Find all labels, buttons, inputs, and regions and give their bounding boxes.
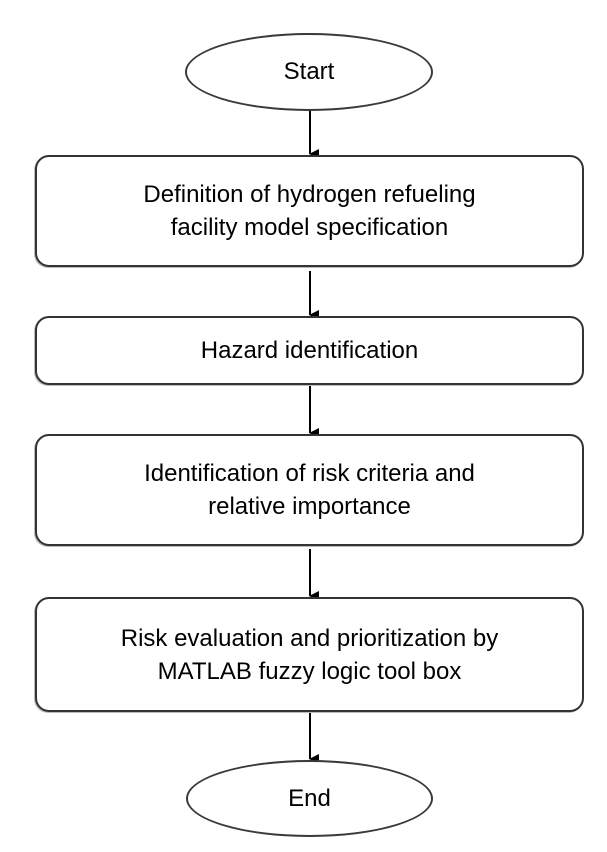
end-label: End — [288, 784, 331, 812]
step-2-line-1: Hazard identification — [200, 337, 419, 364]
start-node: Start — [185, 33, 433, 111]
step-4-line-1: Risk evaluation and prioritization by — [120, 624, 499, 652]
step-1-line-1: Definition of hydrogen refueling — [143, 181, 476, 208]
step-1-line-2: facility model specification — [170, 214, 449, 241]
end-node: End — [186, 760, 433, 837]
step-3-line-2: relative importance — [208, 493, 411, 520]
step-2-box: Hazard identification — [35, 316, 584, 385]
step-1-box: Definition of hydrogen refueling facilit… — [35, 155, 584, 267]
step-3-box: Identification of risk criteria and rela… — [35, 434, 584, 546]
step-4-line-2: MATLAB fuzzy logic tool box — [157, 657, 462, 685]
step-3-line-1: Identification of risk criteria and — [144, 460, 475, 487]
start-label: Start — [283, 58, 335, 85]
step-4-box: Risk evaluation and prioritization by MA… — [35, 597, 584, 712]
